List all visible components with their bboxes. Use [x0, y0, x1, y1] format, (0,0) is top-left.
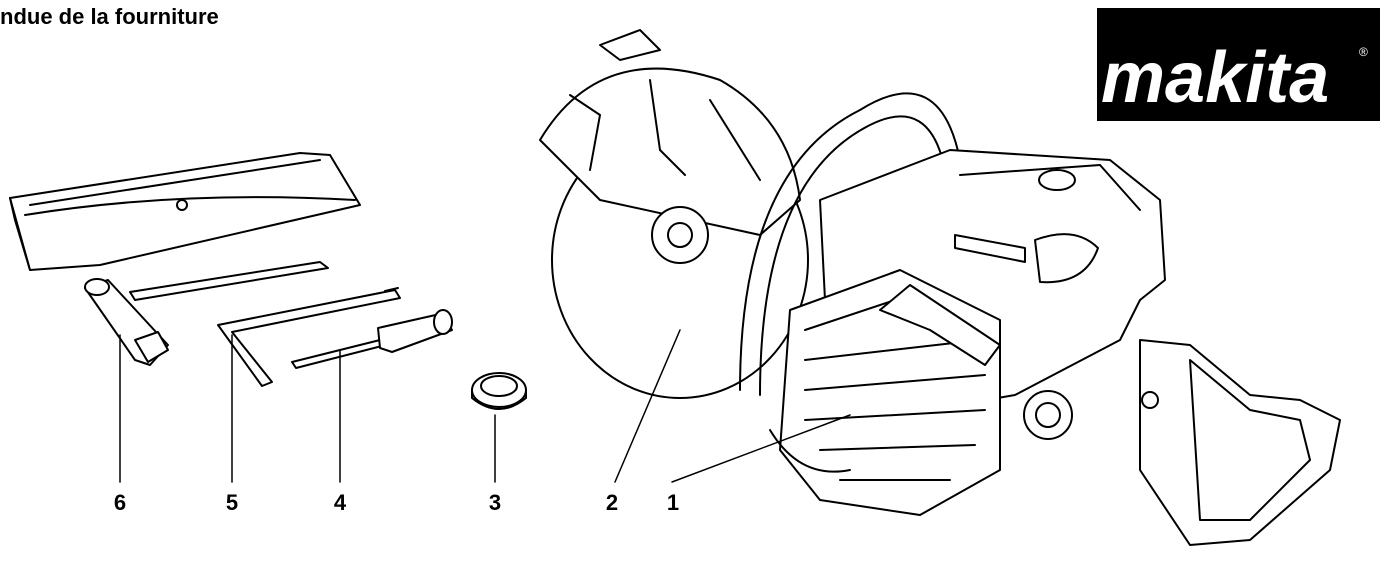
registered-mark: ®: [1359, 45, 1368, 59]
bushing-ring: [471, 372, 527, 410]
cutting-disc: [539, 29, 809, 399]
callout-4: 4: [333, 490, 347, 515]
tool-pouch: [9, 152, 361, 271]
page-title: ndue de la fourniture: [0, 4, 219, 29]
callout-5: 5: [225, 490, 239, 515]
screwdriver: [291, 309, 453, 369]
callout-1: 1: [666, 490, 680, 515]
callout-6: 6: [113, 490, 127, 515]
leader-1: [671, 414, 851, 483]
leader-lines: [119, 329, 851, 483]
callout-2: 2: [605, 490, 619, 515]
spanner-screwdriver: [84, 261, 329, 366]
makita-logo: makita ®: [1097, 8, 1380, 121]
callout-3: 3: [488, 490, 502, 515]
power-cutter: [739, 92, 1341, 546]
hex-key: [217, 287, 401, 387]
leader-2: [614, 329, 681, 483]
logo-wordmark: makita: [1101, 38, 1329, 118]
